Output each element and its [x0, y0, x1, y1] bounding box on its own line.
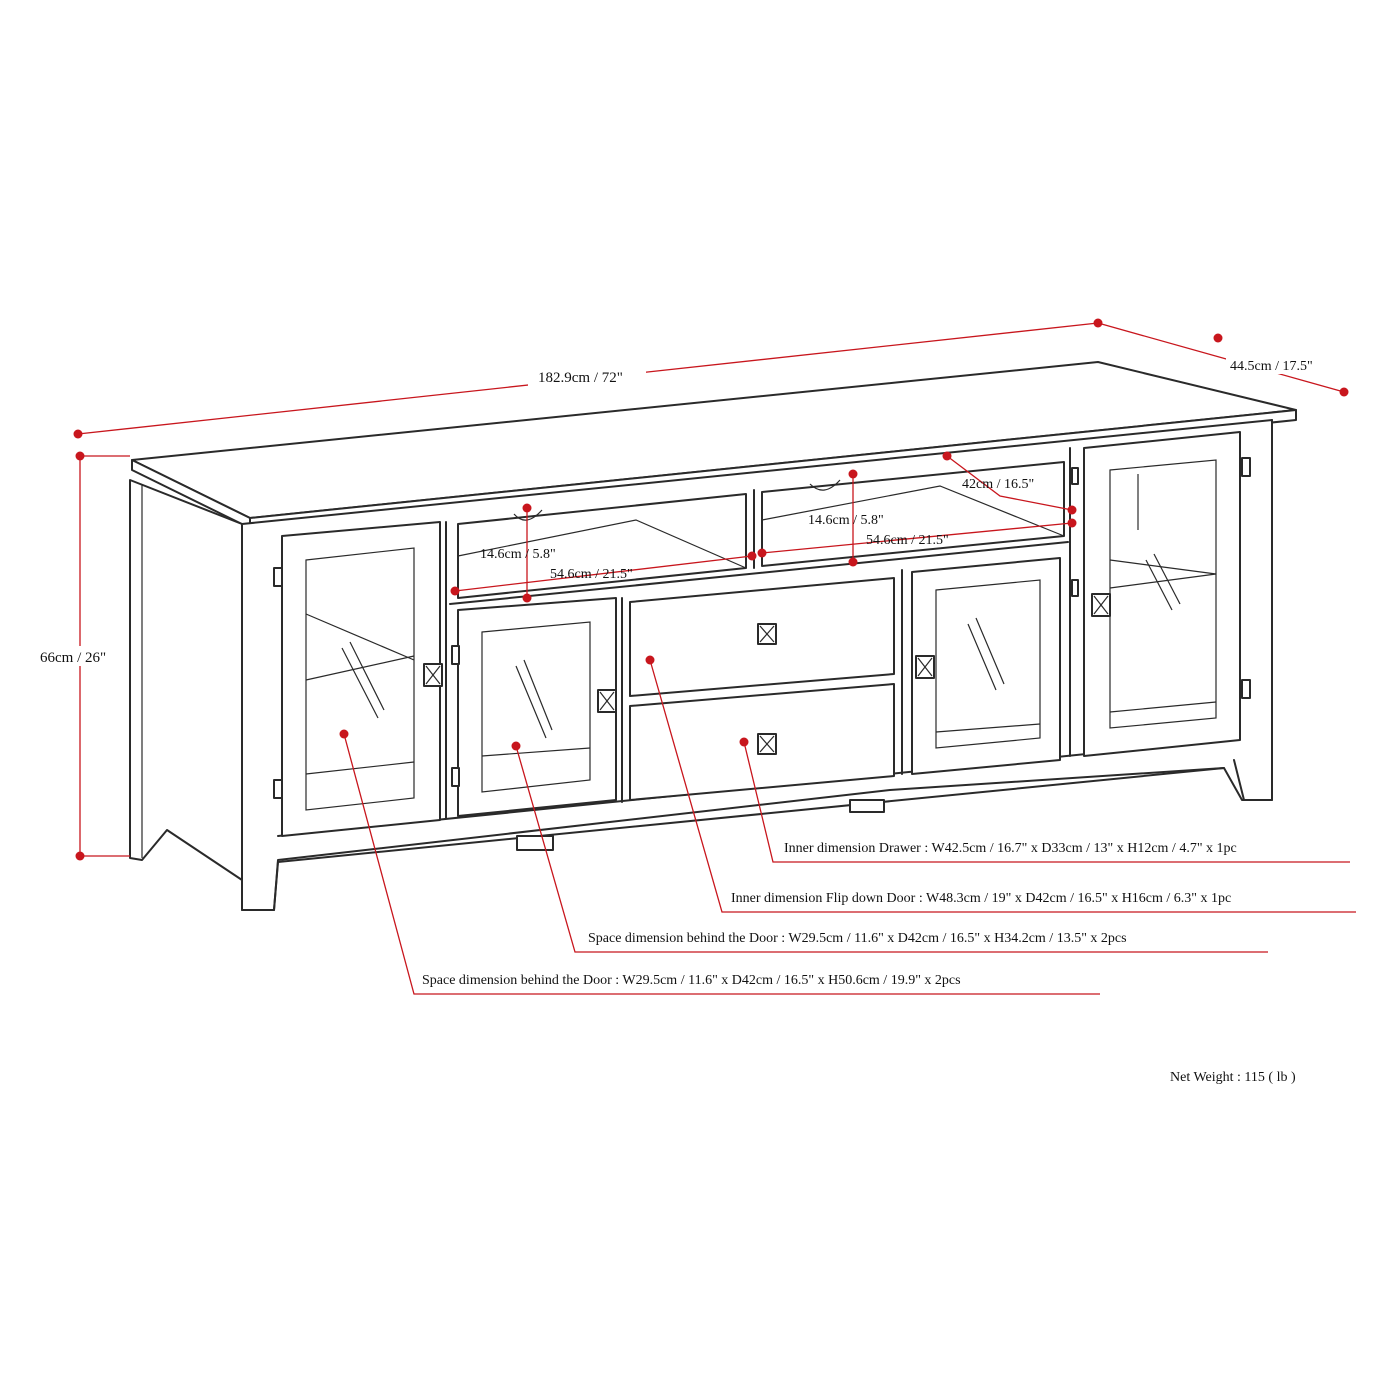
knob-icon — [759, 625, 775, 643]
knob-icon — [425, 665, 441, 685]
glare-mark — [967, 623, 997, 691]
left-opening-width-line — [454, 555, 753, 592]
glare-mark — [341, 647, 379, 719]
depth-label: 44.5cm / 17.5" — [1230, 359, 1313, 374]
glare-mark — [523, 659, 553, 731]
left-outer-door-glass — [305, 547, 415, 811]
dimension-endpoint — [1213, 333, 1223, 343]
callout-dot — [511, 741, 521, 751]
callout-dot — [645, 655, 655, 665]
dimension-endpoint — [75, 851, 85, 861]
dimension-endpoint — [848, 557, 858, 567]
cable-hole — [809, 479, 841, 491]
dimension-endpoint — [757, 548, 767, 558]
net-weight-label: Net Weight : 115 ( lb ) — [1170, 1070, 1296, 1085]
center-foot-right — [849, 799, 885, 813]
callout-inner-door-text: Space dimension behind the Door : W29.5c… — [588, 931, 1127, 946]
callout-outer-door-text: Space dimension behind the Door : W29.5c… — [422, 973, 961, 988]
hinge-icon — [1241, 679, 1251, 699]
labels: 182.9cm / 72" 44.5cm / 17.5" 66cm / 26" … — [40, 359, 1313, 1085]
dimension-endpoint — [73, 429, 83, 439]
hinge-icon — [451, 645, 460, 665]
middle-shelf — [449, 541, 1069, 605]
width-label: 182.9cm / 72" — [538, 370, 623, 386]
callout-dot — [739, 737, 749, 747]
dimension-endpoint — [942, 451, 952, 461]
left-inner-bottom — [481, 747, 591, 757]
right-inner-bottom — [935, 723, 1041, 733]
left-opening-width-label: 54.6cm / 21.5" — [550, 567, 633, 582]
right-outer-door-glass — [1109, 459, 1217, 729]
opening-depth-label: 42cm / 16.5" — [962, 477, 1034, 492]
left-inner-door — [457, 597, 617, 817]
callout-leader-flip-door — [649, 659, 1356, 913]
label-mask — [528, 366, 646, 386]
center-foot-left — [516, 835, 554, 851]
dimension-endpoint — [1067, 518, 1077, 528]
callout-drawer-text: Inner dimension Drawer : W42.5cm / 16.7"… — [784, 841, 1237, 856]
left-outer-shelf — [305, 613, 415, 661]
knob-icon — [1093, 595, 1109, 615]
callout-leader-inner-door — [515, 745, 1268, 953]
right-inner-door-glass — [935, 579, 1041, 749]
knob-icon — [759, 735, 775, 753]
dimension-endpoint — [848, 469, 858, 479]
hinge-icon — [1241, 457, 1251, 477]
label-mask — [1226, 354, 1340, 374]
left-inner-door-glass — [481, 621, 591, 793]
right-opening-width-label: 54.6cm / 21.5" — [866, 533, 949, 548]
dimension-endpoint — [522, 593, 532, 603]
right-outer-shelf-top — [1109, 559, 1217, 575]
hinge-icon — [451, 767, 460, 787]
glare-mark — [515, 665, 547, 739]
dimension-lines — [36, 318, 1356, 995]
opening-depth-line — [946, 455, 1073, 511]
right-opening-height-label: 14.6cm / 5.8" — [808, 513, 884, 528]
knob-icon — [917, 657, 933, 677]
dimension-endpoint — [747, 551, 757, 561]
left-side-panel — [129, 479, 243, 881]
hinge-icon — [1071, 579, 1079, 597]
glare-mark — [1145, 559, 1173, 611]
dimension-endpoint — [522, 503, 532, 513]
glare-mark — [349, 641, 385, 711]
left-outer-door — [281, 521, 441, 837]
left-opening-height-label: 14.6cm / 5.8" — [480, 547, 556, 562]
callout-leader-drawer — [743, 741, 1350, 863]
label-mask — [36, 646, 126, 666]
left-outer-bottom — [305, 761, 415, 775]
left-outer-shelf-front — [305, 655, 415, 681]
right-opening-width-line — [761, 522, 1073, 554]
dimension-endpoint — [1067, 505, 1077, 515]
depth-dimension-line — [1097, 322, 1345, 393]
left-open-back — [457, 519, 747, 569]
right-open-back — [761, 485, 1065, 537]
dimension-endpoint — [450, 586, 460, 596]
dimension-endpoint — [75, 451, 85, 461]
hinge-icon — [273, 567, 283, 587]
glare-mark — [975, 617, 1005, 685]
glare-mark — [1153, 553, 1181, 605]
right-outer-door — [1083, 431, 1241, 757]
hinge-icon — [273, 779, 283, 799]
callout-dot — [339, 729, 349, 739]
knob-icon — [599, 691, 615, 711]
hinge-icon — [1071, 467, 1079, 485]
dimension-endpoint — [1339, 387, 1349, 397]
bottom-rail-bottom — [277, 767, 1225, 863]
callout-flip-door-text: Inner dimension Flip down Door : W48.3cm… — [731, 891, 1231, 906]
right-front-leg — [1233, 419, 1273, 801]
height-label: 66cm / 26" — [40, 650, 106, 666]
right-outer-shelf — [1109, 573, 1217, 589]
right-outer-bottom — [1109, 701, 1217, 713]
left-front-leg — [241, 861, 279, 911]
tv-stand-outline — [129, 361, 1297, 911]
callout-leader-outer-door — [343, 733, 1100, 995]
